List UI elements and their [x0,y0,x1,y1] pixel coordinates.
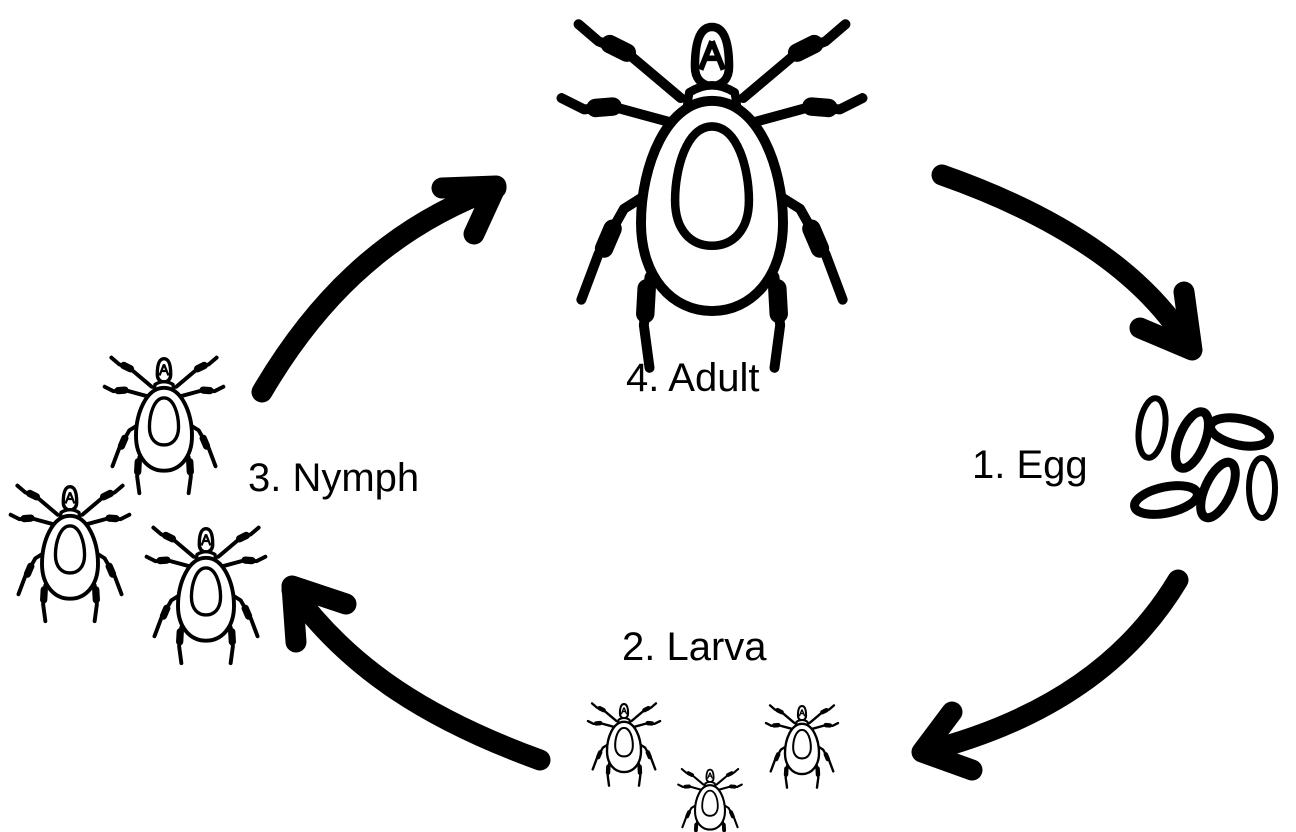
cycle-arrow-icon [262,186,496,392]
nymph-tick-icon [147,528,266,664]
adult-tick-icon [561,24,862,368]
egg-cluster-icon [1132,396,1275,522]
cycle-arrow-icon [942,175,1192,350]
stage-label-larva: 2. Larva [622,627,767,667]
cycle-arrow-icon [922,580,1178,770]
larva-tick-icon [678,769,742,832]
nymph-tick-icon [11,486,130,622]
stage-label-nymph: 3. Nymph [248,458,419,498]
stage-label-egg: 1. Egg [972,445,1088,485]
cycle-arrow-icon [292,586,540,760]
nymph-tick-icon [105,358,224,494]
larva-tick-icon [588,703,660,785]
larva-tick-icon [766,705,838,787]
stage-label-adult: 4. Adult [626,358,759,398]
